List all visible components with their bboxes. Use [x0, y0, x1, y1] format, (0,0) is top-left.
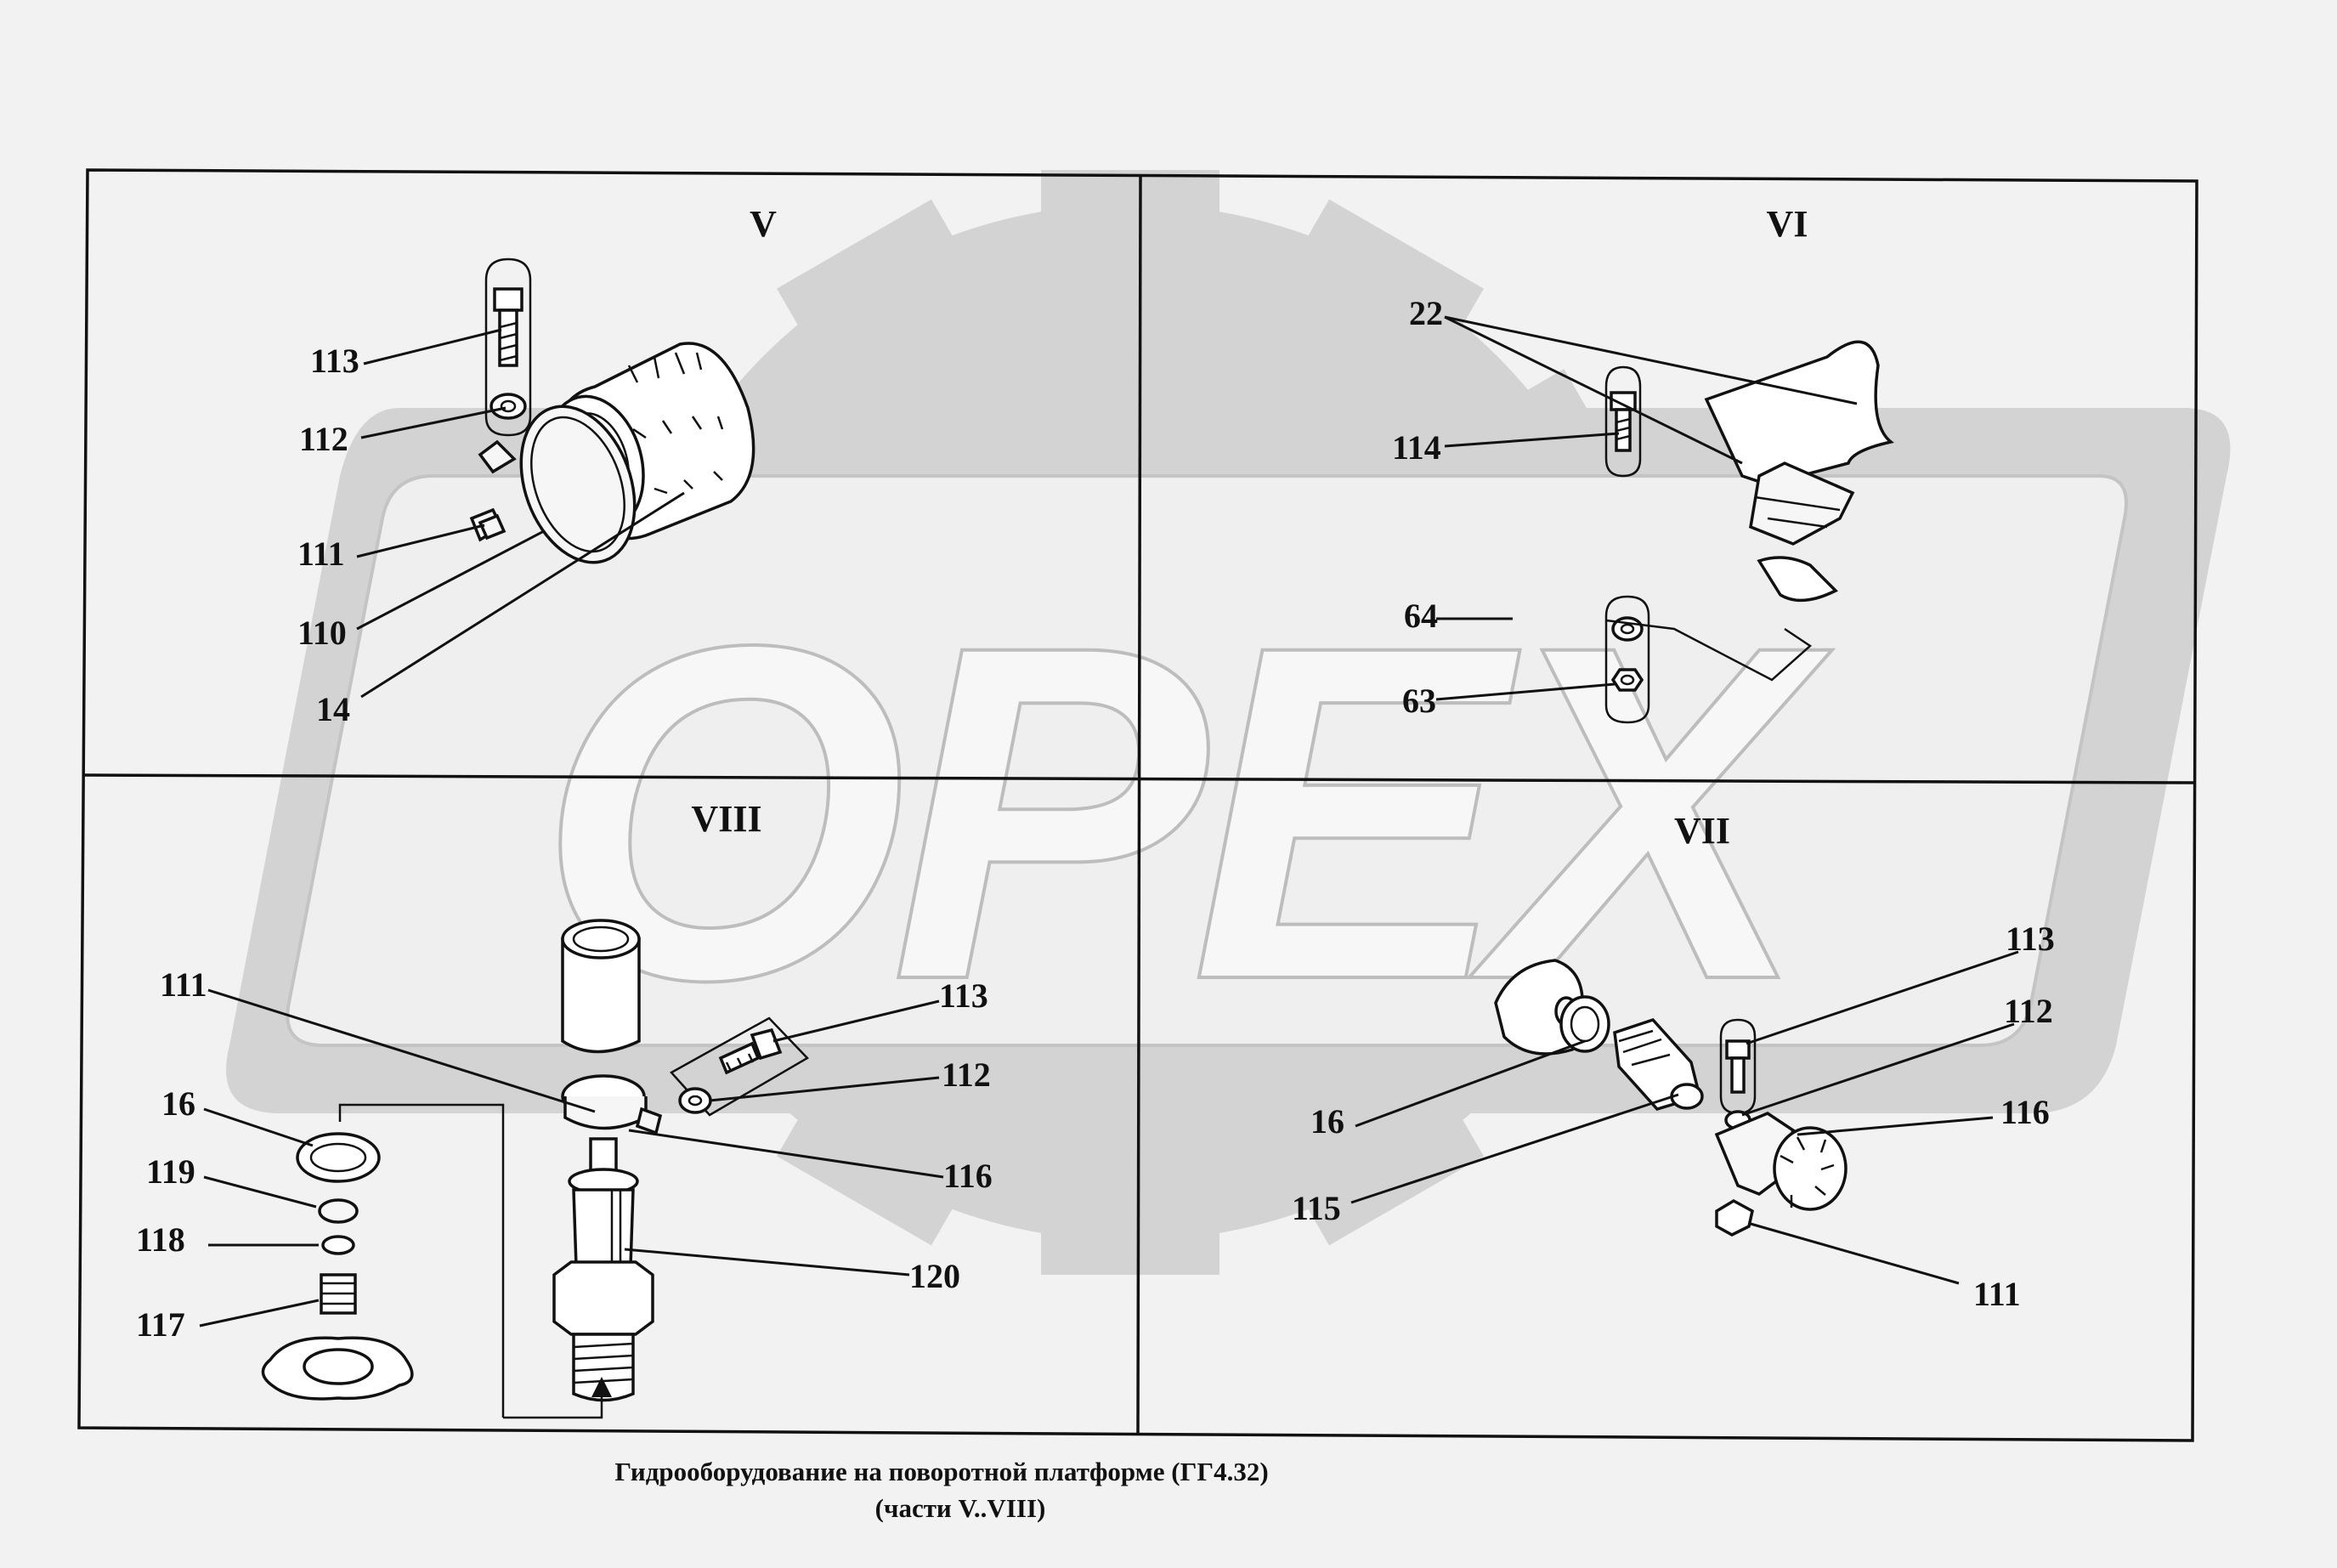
- caption-line-2: (части V..VIII): [875, 1493, 1046, 1523]
- washer-icon: [321, 1235, 355, 1255]
- washer-icon: [489, 393, 527, 420]
- section-vii-parts: [1350, 950, 2019, 1285]
- callout-vi-64: 64: [1404, 597, 1438, 635]
- washer-icon: [678, 1087, 712, 1114]
- section-v-parts: [356, 258, 755, 699]
- nut-icon: [1715, 1198, 1754, 1237]
- callout-viii-16: 16: [161, 1084, 195, 1123]
- clamp-icon: [1714, 1112, 1848, 1211]
- callout-vii-111: 111: [1973, 1275, 2021, 1313]
- callout-vi-22: 22: [1409, 294, 1443, 332]
- callout-vi-63: 63: [1402, 682, 1436, 720]
- callout-v-111: 111: [297, 535, 345, 573]
- caption: Гидрооборудование на поворотной платформ…: [614, 1457, 1268, 1523]
- callout-vii-113: 113: [2006, 920, 2055, 958]
- callout-vi-114: 114: [1392, 428, 1441, 467]
- callout-vii-115: 115: [1292, 1189, 1341, 1227]
- callout-v-113: 113: [310, 342, 359, 380]
- bolt-icon: [1719, 1018, 1757, 1115]
- callout-v-110: 110: [297, 614, 347, 652]
- washer-nut-icon: [1604, 595, 1650, 724]
- section-vi-parts: [1435, 315, 1894, 724]
- section-title-vii: VII: [1674, 810, 1730, 852]
- section-viii-callouts: 111 113 112 16 116 119 118 120 117: [136, 965, 993, 1344]
- callout-vii-116: 116: [2000, 1093, 2050, 1131]
- fitting-icon: [1613, 1017, 1704, 1111]
- section-title-viii: VIII: [691, 798, 761, 840]
- section-title-v: V: [750, 203, 777, 245]
- watermark: OPEX: [226, 170, 2231, 1275]
- section-title-vi: VI: [1767, 203, 1808, 245]
- callout-v-112: 112: [299, 420, 348, 458]
- bolt-icon: [670, 1016, 810, 1117]
- section-vii-callouts: 113 112 116 16 115 111: [1292, 920, 2055, 1313]
- callout-vii-112: 112: [2004, 992, 2053, 1030]
- bolt-icon: [484, 258, 532, 437]
- mounting-plate-icon: [1704, 340, 1894, 486]
- callout-v-14: 14: [316, 690, 350, 728]
- nut-icon: [318, 1198, 359, 1224]
- section-v-callouts: 113 112 111 110 14: [297, 342, 359, 728]
- callout-vii-16: 16: [1310, 1102, 1344, 1141]
- hose-icon: [561, 919, 641, 1054]
- washer-icon: [1559, 995, 1610, 1053]
- frame: [77, 168, 2198, 1442]
- callout-viii-113: 113: [939, 976, 988, 1015]
- callout-viii-119: 119: [146, 1152, 195, 1191]
- caption-line-1: Гидрооборудование на поворотной платформ…: [614, 1457, 1268, 1486]
- callout-viii-117: 117: [136, 1305, 185, 1344]
- washer-icon: [296, 1132, 381, 1183]
- callout-viii-120: 120: [909, 1257, 960, 1295]
- section-vi-callouts: 22 114 64 63: [1392, 294, 1443, 720]
- callout-viii-118: 118: [136, 1220, 185, 1259]
- callout-viii-111: 111: [160, 965, 207, 1004]
- callout-viii-112: 112: [942, 1056, 991, 1094]
- clamp-icon: [561, 1074, 663, 1135]
- bolt-icon: [1604, 365, 1642, 478]
- fitting-icon: [552, 1137, 654, 1402]
- section-viii-parts: [199, 919, 944, 1419]
- insert-icon: [261, 1273, 414, 1401]
- callout-viii-116: 116: [943, 1157, 993, 1195]
- nut-icon: [478, 513, 506, 541]
